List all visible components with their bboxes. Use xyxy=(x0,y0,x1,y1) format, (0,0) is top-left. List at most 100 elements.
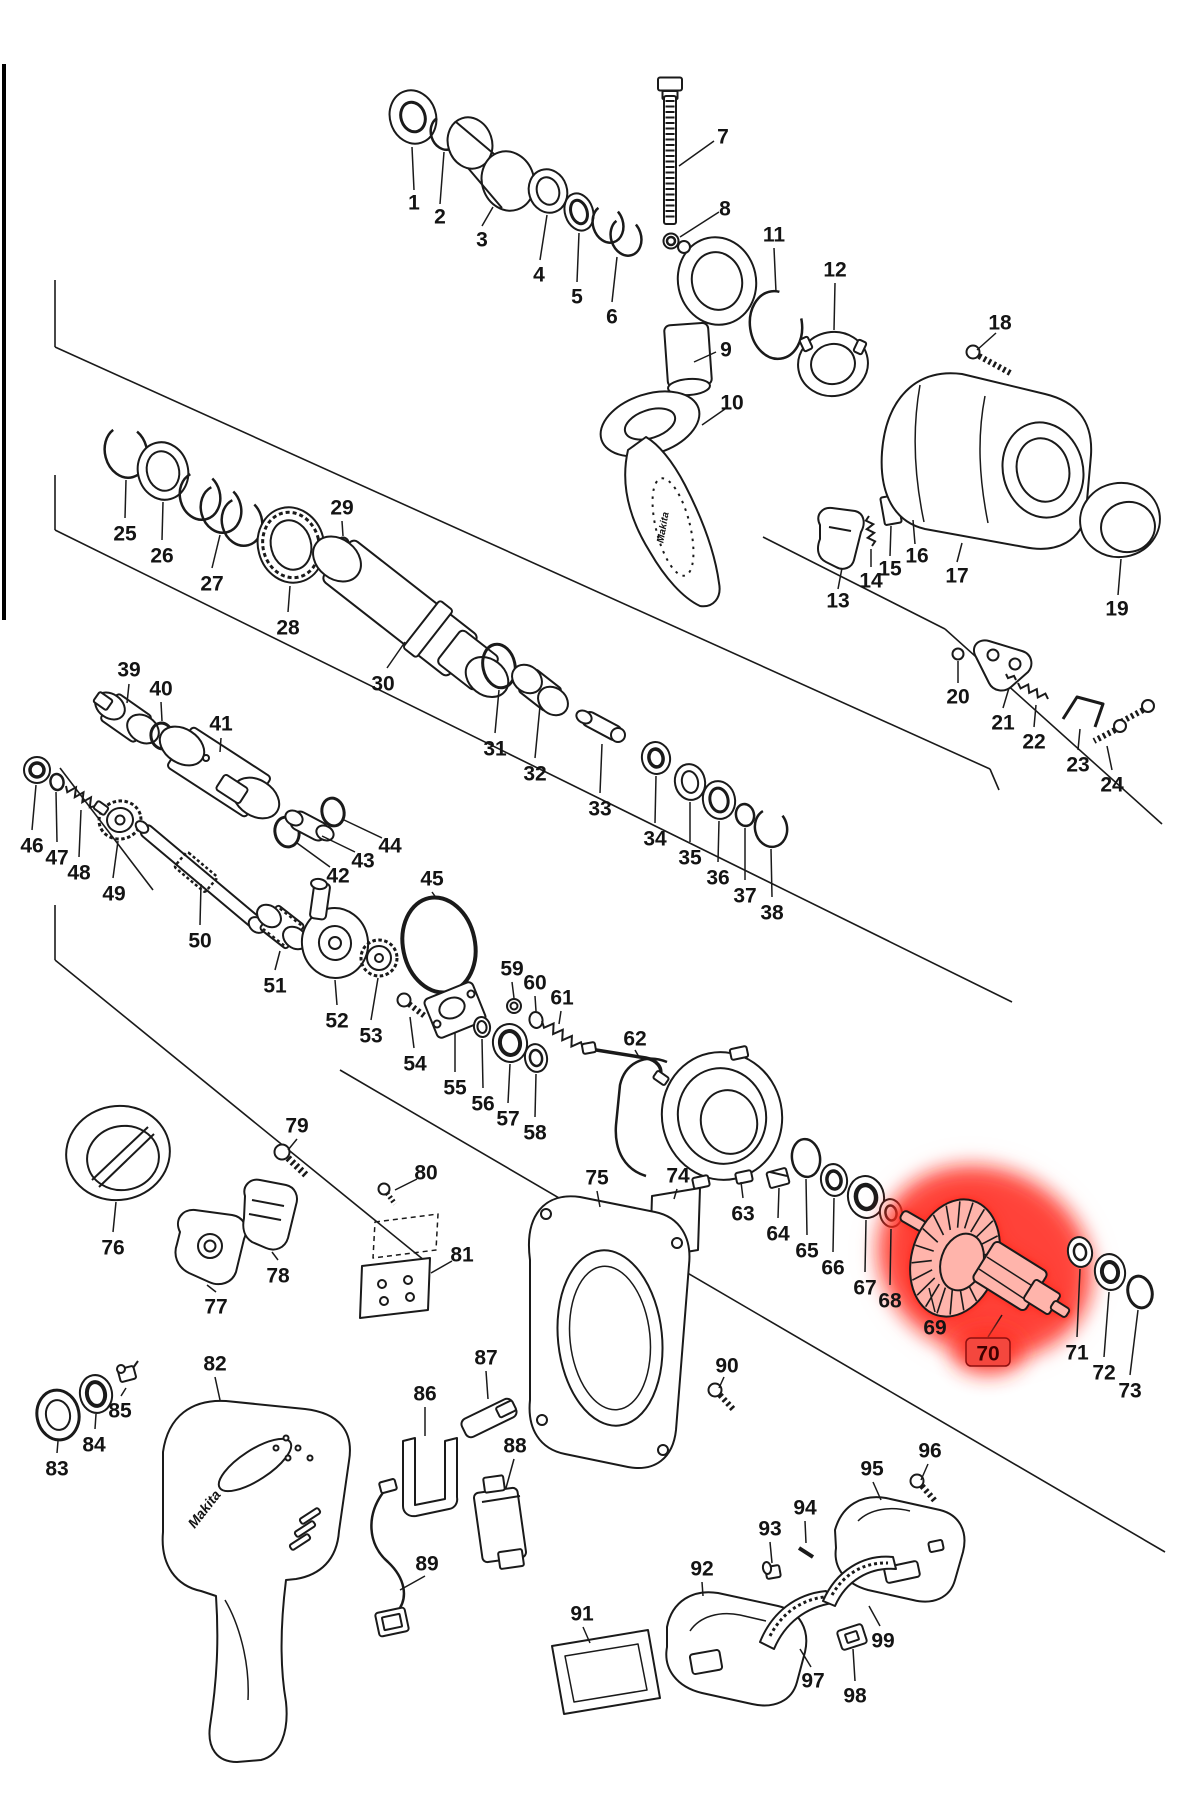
part-number-label-94[interactable]: 94 xyxy=(793,1497,817,1520)
part-number-label-54[interactable]: 54 xyxy=(403,1053,427,1076)
part-number-label-95[interactable]: 95 xyxy=(860,1458,884,1481)
part-number-label-45[interactable]: 45 xyxy=(420,868,444,891)
part-number-label-72[interactable]: 72 xyxy=(1092,1362,1115,1385)
part-number-label-49[interactable]: 49 xyxy=(102,883,125,906)
part-number-label-92[interactable]: 92 xyxy=(690,1558,713,1581)
part-number-label-46[interactable]: 46 xyxy=(20,835,43,858)
part-number-label-70[interactable]: 70 xyxy=(976,1343,999,1366)
part-number-label-5[interactable]: 5 xyxy=(571,286,583,309)
part-number-label-82[interactable]: 82 xyxy=(203,1353,226,1376)
part-number-label-73[interactable]: 73 xyxy=(1118,1380,1141,1403)
part-number-label-88[interactable]: 88 xyxy=(503,1435,527,1458)
part-number-label-85[interactable]: 85 xyxy=(108,1400,132,1423)
part-number-label-74[interactable]: 74 xyxy=(666,1165,690,1188)
part-number-label-40[interactable]: 40 xyxy=(149,678,172,701)
part-number-label-27[interactable]: 27 xyxy=(200,573,223,596)
part-number-label-77[interactable]: 77 xyxy=(204,1296,227,1319)
part-number-label-93[interactable]: 93 xyxy=(758,1518,781,1541)
part-number-label-6[interactable]: 6 xyxy=(606,306,618,329)
part-number-label-65[interactable]: 65 xyxy=(795,1240,819,1263)
part-number-label-98[interactable]: 98 xyxy=(843,1685,867,1708)
part-number-label-16[interactable]: 16 xyxy=(905,545,928,568)
part-number-label-33[interactable]: 33 xyxy=(588,798,611,821)
part-number-label-43[interactable]: 43 xyxy=(351,850,374,873)
part-number-label-37[interactable]: 37 xyxy=(733,885,756,908)
part-number-label-2[interactable]: 2 xyxy=(434,206,446,229)
part-number-label-42[interactable]: 42 xyxy=(326,865,349,888)
part-number-label-18[interactable]: 18 xyxy=(988,312,1012,335)
part-number-label-60[interactable]: 60 xyxy=(523,972,546,995)
part-number-label-75[interactable]: 75 xyxy=(585,1167,609,1190)
part-number-label-11[interactable]: 11 xyxy=(763,224,786,247)
part-number-label-97[interactable]: 97 xyxy=(801,1670,824,1693)
part-number-label-36[interactable]: 36 xyxy=(706,867,729,890)
part-number-label-50[interactable]: 50 xyxy=(188,930,211,953)
part-number-label-99[interactable]: 99 xyxy=(871,1630,894,1653)
part-number-label-59[interactable]: 59 xyxy=(500,958,523,981)
part-number-label-21[interactable]: 21 xyxy=(991,712,1015,735)
part-number-label-17[interactable]: 17 xyxy=(945,565,968,588)
part-number-label-38[interactable]: 38 xyxy=(760,902,784,925)
part-number-label-4[interactable]: 4 xyxy=(533,264,545,287)
part-number-label-9[interactable]: 9 xyxy=(720,339,732,362)
part-number-label-56[interactable]: 56 xyxy=(471,1093,494,1116)
part-number-label-30[interactable]: 30 xyxy=(371,673,394,696)
part-number-label-34[interactable]: 34 xyxy=(643,828,667,851)
part-number-label-29[interactable]: 29 xyxy=(330,497,353,520)
part-number-label-57[interactable]: 57 xyxy=(496,1108,519,1131)
part-number-label-78[interactable]: 78 xyxy=(266,1265,290,1288)
part-number-label-66[interactable]: 66 xyxy=(821,1257,844,1280)
part-number-label-53[interactable]: 53 xyxy=(359,1025,382,1048)
part-number-label-13[interactable]: 13 xyxy=(826,590,849,613)
part-number-label-7[interactable]: 7 xyxy=(717,126,729,149)
part-number-label-12[interactable]: 12 xyxy=(823,259,846,282)
highlighted-part-label-box[interactable] xyxy=(965,1337,1011,1367)
part-number-label-83[interactable]: 83 xyxy=(45,1458,68,1481)
part-number-label-3[interactable]: 3 xyxy=(476,229,488,252)
part-number-label-1[interactable]: 1 xyxy=(408,192,420,215)
part-number-label-63[interactable]: 63 xyxy=(731,1203,754,1226)
part-number-label-26[interactable]: 26 xyxy=(150,545,173,568)
part-number-label-91[interactable]: 91 xyxy=(570,1603,594,1626)
part-number-label-41[interactable]: 41 xyxy=(209,713,233,736)
part-number-label-96[interactable]: 96 xyxy=(918,1440,941,1463)
part-number-label-68[interactable]: 68 xyxy=(878,1290,902,1313)
part-number-label-44[interactable]: 44 xyxy=(378,835,402,858)
part-number-label-81[interactable]: 81 xyxy=(450,1244,474,1267)
part-number-label-69[interactable]: 69 xyxy=(923,1317,946,1340)
part-number-label-39[interactable]: 39 xyxy=(117,659,140,682)
part-number-label-51[interactable]: 51 xyxy=(263,975,287,998)
part-number-label-84[interactable]: 84 xyxy=(82,1434,106,1457)
part-number-label-23[interactable]: 23 xyxy=(1066,754,1089,777)
part-number-label-52[interactable]: 52 xyxy=(325,1010,348,1033)
part-number-label-58[interactable]: 58 xyxy=(523,1122,547,1145)
part-number-label-35[interactable]: 35 xyxy=(678,847,702,870)
part-number-label-25[interactable]: 25 xyxy=(113,523,137,546)
part-number-label-80[interactable]: 80 xyxy=(414,1162,437,1185)
part-number-label-64[interactable]: 64 xyxy=(766,1223,790,1246)
part-number-label-87[interactable]: 87 xyxy=(474,1347,497,1370)
part-number-label-90[interactable]: 90 xyxy=(715,1355,738,1378)
part-number-label-32[interactable]: 32 xyxy=(523,763,546,786)
part-number-label-15[interactable]: 15 xyxy=(878,558,902,581)
part-number-label-19[interactable]: 19 xyxy=(1105,598,1128,621)
part-number-label-31[interactable]: 31 xyxy=(483,738,507,761)
part-number-label-22[interactable]: 22 xyxy=(1022,731,1045,754)
part-number-label-89[interactable]: 89 xyxy=(415,1553,438,1576)
part-number-label-71[interactable]: 71 xyxy=(1065,1342,1089,1365)
part-number-label-47[interactable]: 47 xyxy=(45,847,68,870)
part-number-label-62[interactable]: 62 xyxy=(623,1028,646,1051)
part-number-label-48[interactable]: 48 xyxy=(67,862,91,885)
part-number-label-55[interactable]: 55 xyxy=(443,1077,467,1100)
part-number-label-76[interactable]: 76 xyxy=(101,1237,124,1260)
part-number-label-67[interactable]: 67 xyxy=(853,1277,876,1300)
part-number-label-28[interactable]: 28 xyxy=(276,617,300,640)
part-number-label-24[interactable]: 24 xyxy=(1100,774,1124,797)
part-number-label-86[interactable]: 86 xyxy=(413,1383,436,1406)
part-number-label-8[interactable]: 8 xyxy=(719,198,731,221)
part-number-label-61[interactable]: 61 xyxy=(550,987,574,1010)
part-number-label-10[interactable]: 10 xyxy=(720,392,743,415)
part-number-label-20[interactable]: 20 xyxy=(946,686,969,709)
part-number-label-14[interactable]: 14 xyxy=(859,570,883,593)
part-number-label-79[interactable]: 79 xyxy=(285,1115,308,1138)
